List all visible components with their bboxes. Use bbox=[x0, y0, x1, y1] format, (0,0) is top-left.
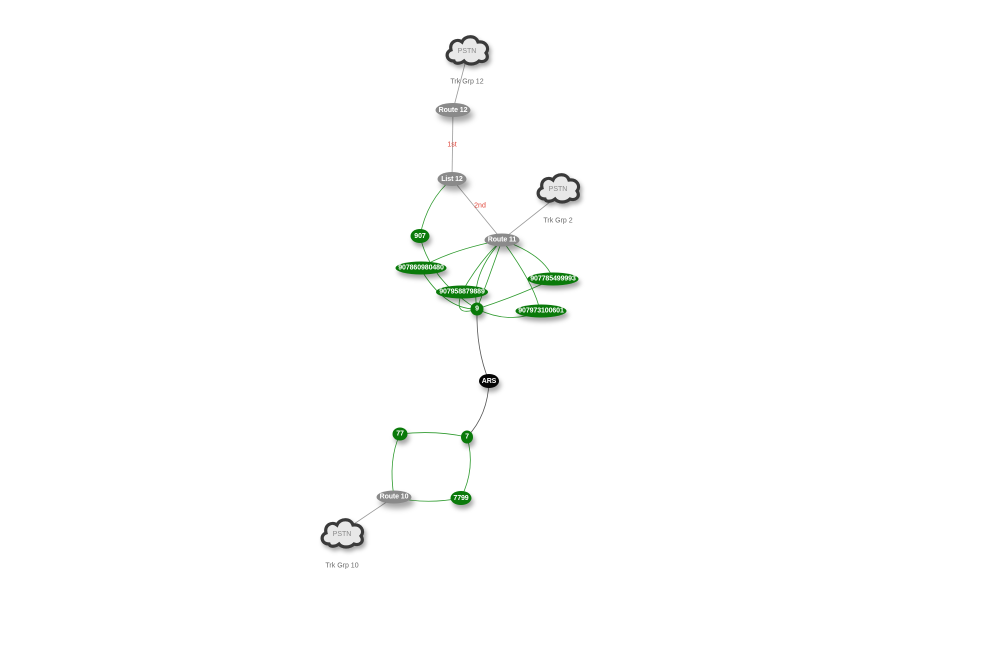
cloud-label: Trk Grp 12 bbox=[450, 78, 484, 86]
edge-list12-route11 bbox=[451, 178, 503, 241]
edge-pstn2-route11 bbox=[501, 197, 556, 241]
node-pattern-907785499993[interactable]: 907785499993 bbox=[527, 272, 579, 286]
edge-list12-907 bbox=[419, 178, 453, 237]
node-pattern-907958879889[interactable]: 907958879889 bbox=[436, 285, 488, 299]
edge-label-2nd: 2nd bbox=[474, 202, 486, 210]
node-pattern-907860980480[interactable]: 907860980480 bbox=[395, 261, 447, 275]
edge-7-7799 bbox=[460, 436, 471, 499]
edge-route11-9-a bbox=[476, 239, 503, 310]
cloud-label: Trk Grp 10 bbox=[325, 562, 359, 570]
edge-907-9 bbox=[419, 235, 478, 310]
node-pattern-9[interactable]: 9 bbox=[470, 302, 484, 316]
edge-ars-7 bbox=[466, 380, 490, 438]
edge-77-route10 bbox=[391, 433, 401, 498]
edge-9-ars bbox=[476, 308, 490, 382]
pstn-cloud-icon[interactable]: PSTN bbox=[317, 516, 367, 550]
pstn-cloud-icon[interactable]: PSTN bbox=[533, 171, 583, 205]
edge-pstn12-route12 bbox=[452, 59, 467, 111]
edge-label-1st: 1st bbox=[447, 141, 457, 149]
pstn-cloud-icon[interactable]: PSTN bbox=[442, 33, 492, 67]
node-route-10[interactable]: Route 10 bbox=[376, 490, 412, 504]
node-pattern-77[interactable]: 77 bbox=[392, 427, 408, 441]
cloud-text: PSTN bbox=[332, 530, 352, 538]
node-ars[interactable]: ARS bbox=[479, 374, 499, 388]
cloud-label: Trk Grp 2 bbox=[543, 217, 573, 225]
node-pattern-907973100601[interactable]: 907973100601 bbox=[515, 304, 567, 318]
edge-route12-list12 bbox=[451, 109, 454, 180]
cloud-text: PSTN bbox=[457, 47, 477, 55]
node-route-12[interactable]: Route 12 bbox=[435, 103, 471, 117]
cloud-text: PSTN bbox=[548, 185, 568, 193]
node-list-12[interactable]: List 12 bbox=[437, 172, 467, 186]
node-pattern-7[interactable]: 7 bbox=[461, 430, 473, 444]
node-pattern-907[interactable]: 907 bbox=[410, 229, 430, 243]
node-pattern-7799[interactable]: 7799 bbox=[450, 491, 472, 505]
node-route-11[interactable]: Route 11 bbox=[484, 233, 520, 247]
edge-7-77 bbox=[399, 432, 468, 438]
